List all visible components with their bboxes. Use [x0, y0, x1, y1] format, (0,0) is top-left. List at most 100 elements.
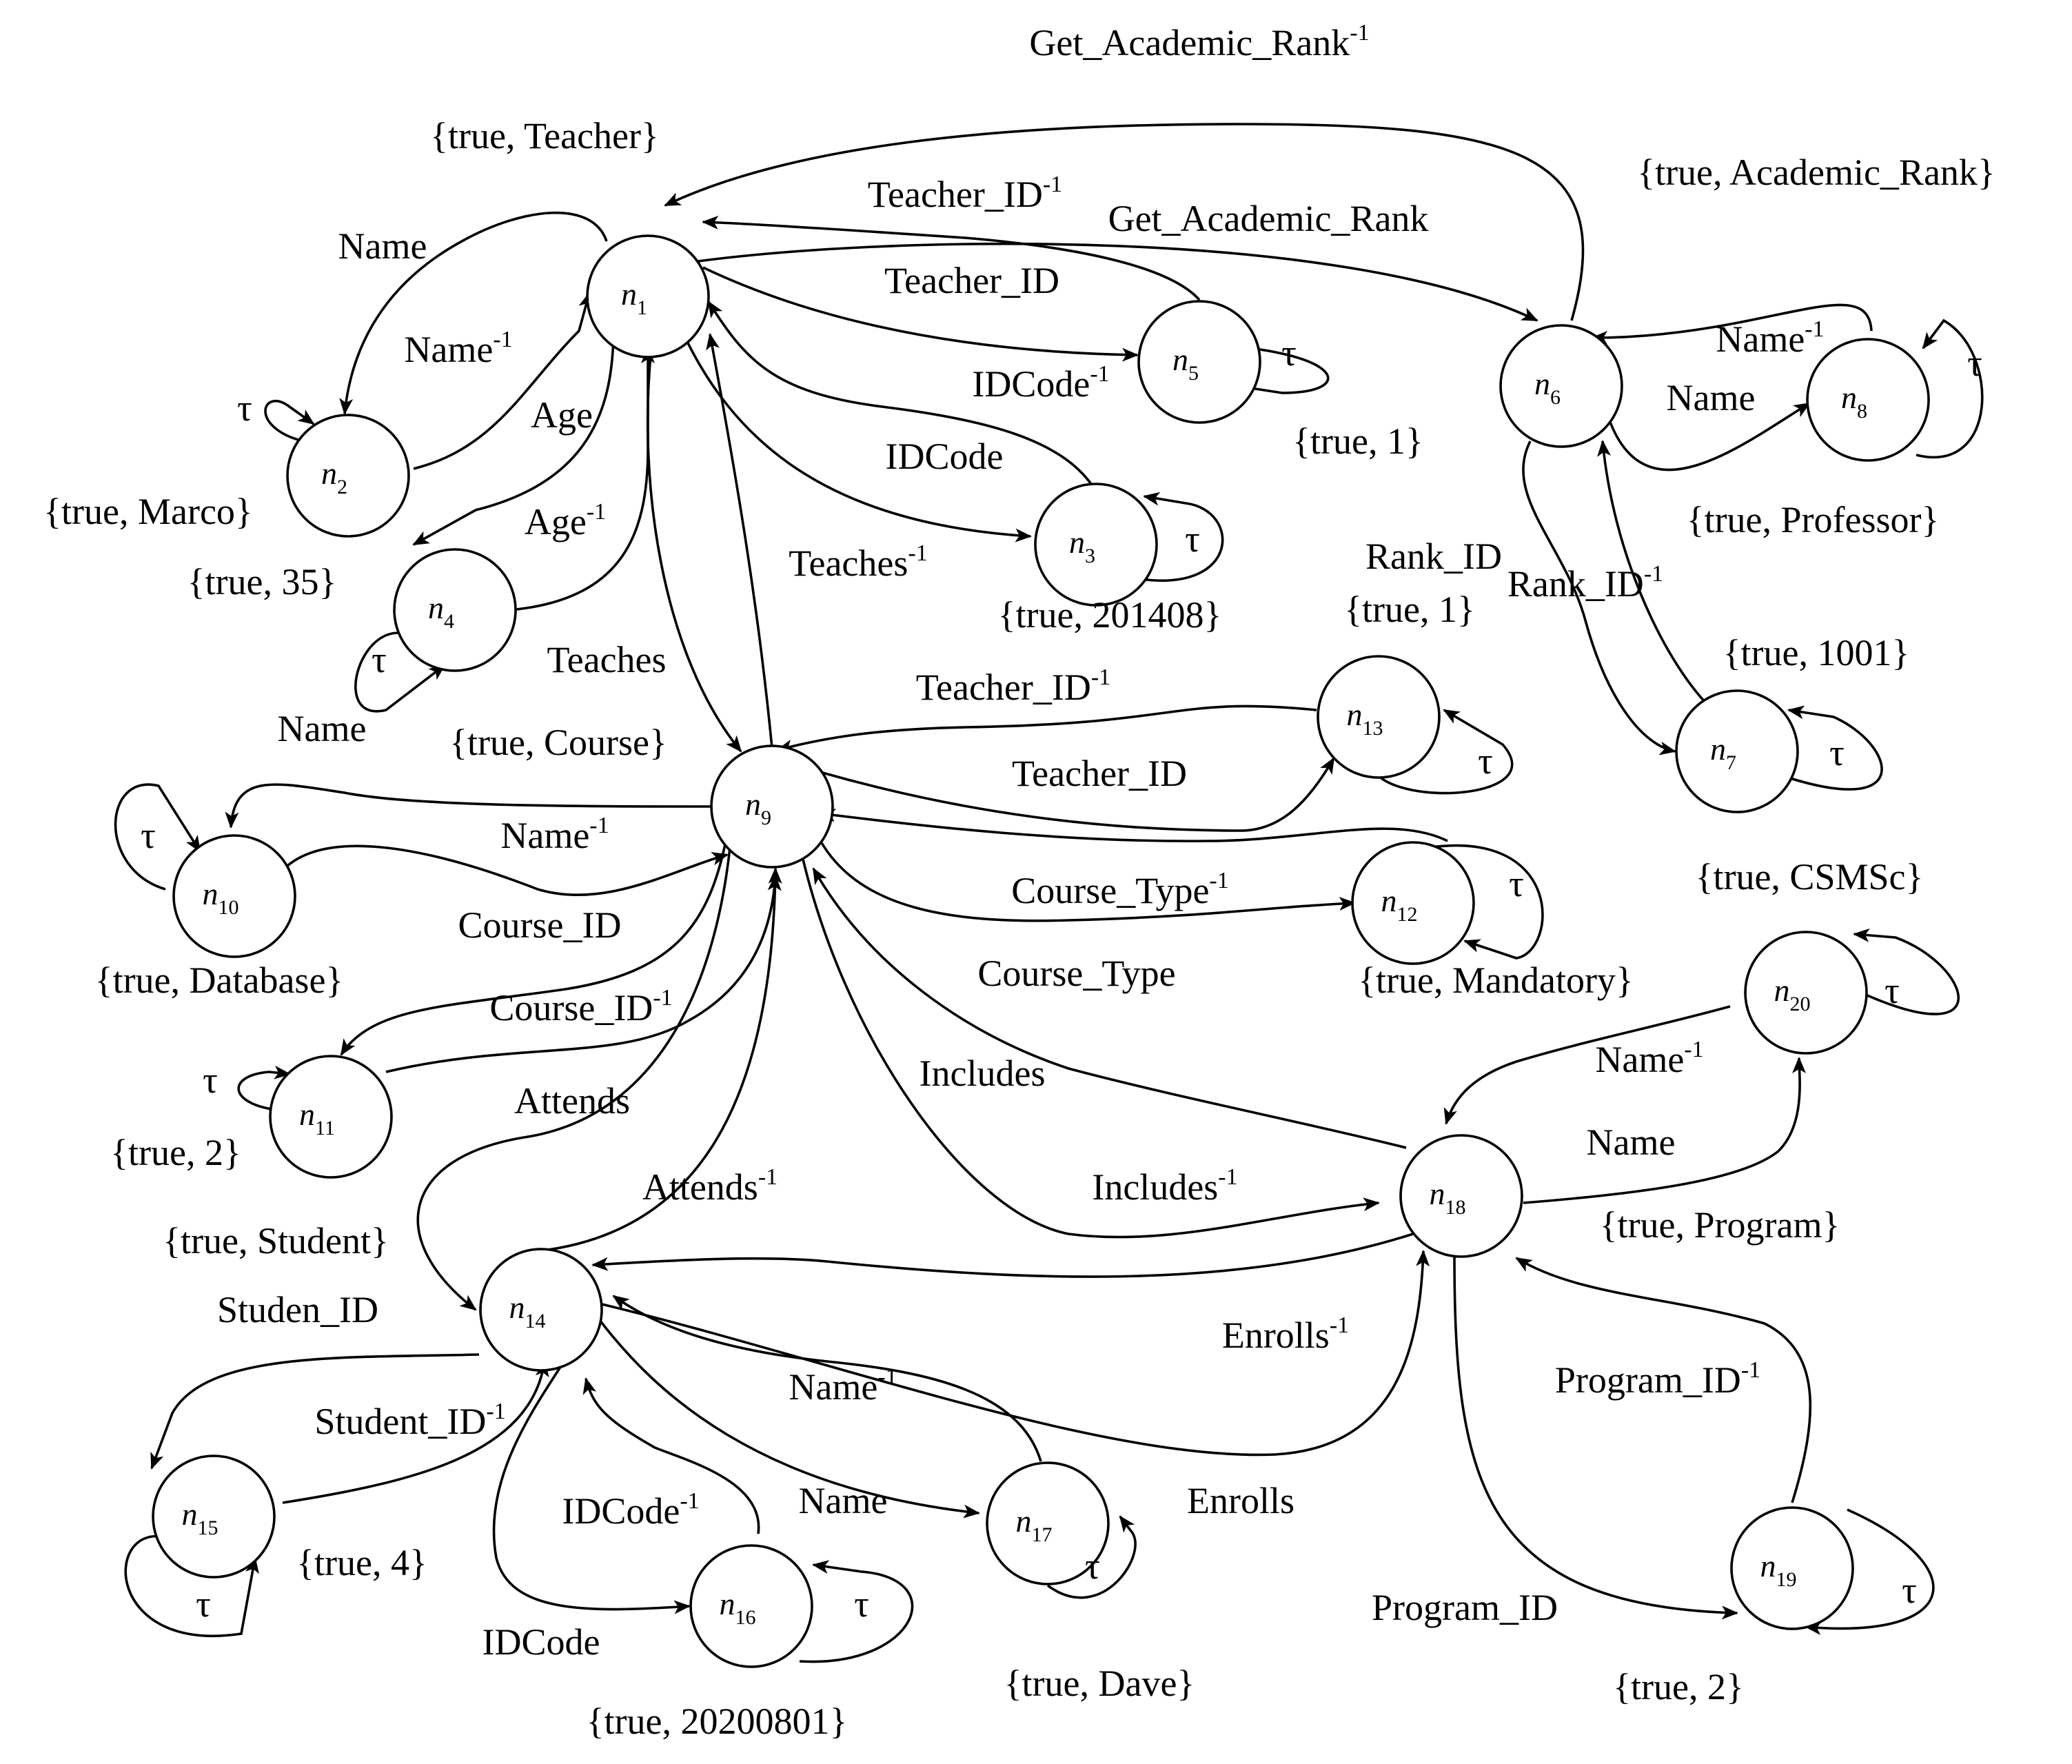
node-circle — [1034, 483, 1158, 607]
edge-label-text: Enrolls — [1187, 1480, 1294, 1521]
edge-label-n9-n14: Attends — [514, 1080, 630, 1122]
edge-n14-n15 — [150, 1353, 480, 1470]
loop-label-n20: τ — [1885, 970, 1900, 1011]
edge-label-text: Includes — [920, 1053, 1046, 1094]
node-circle — [286, 414, 410, 538]
edge-label-superscript: -1 — [758, 1164, 778, 1190]
edge-label-n14-n18: Enrolls — [1187, 1480, 1294, 1521]
edge-label-n15-n14: Student_ID-1 — [314, 1399, 505, 1442]
loop-label-n11: τ — [203, 1060, 218, 1101]
edge-label-n9-n18: Includes-1 — [1092, 1164, 1237, 1208]
edge-label-n1-n4: Age — [531, 394, 593, 436]
node-value-n5: {true, 1} — [1292, 420, 1423, 462]
node-circle — [986, 1461, 1110, 1585]
edge-label-text: Name — [338, 225, 427, 267]
edge-label-superscript: -1 — [589, 813, 609, 838]
edge-n18-n14 — [591, 1233, 1414, 1278]
edge-label-text: IDCode — [562, 1490, 680, 1532]
node-subscript: 20 — [1790, 993, 1811, 1015]
edge-n4-n1 — [509, 347, 655, 611]
edge-label-text: Student_ID — [314, 1401, 486, 1442]
edge-label-superscript: -1 — [908, 540, 927, 566]
loop-label-n17: τ — [1085, 1545, 1100, 1587]
value-labels: {true, Teacher} {true, Marco} {true, 20140… — [43, 115, 1995, 1742]
node-n19: n19 — [1730, 1506, 1854, 1630]
node-n5: n5 — [1137, 300, 1261, 424]
edge-n14-n18 — [596, 1250, 1430, 1457]
loop-label-n8: τ — [1967, 343, 1982, 384]
edge-n7-n6 — [1597, 440, 1707, 704]
edge-label-text: Rank_ID — [1507, 563, 1644, 605]
node-value-n9: {true, Course} — [449, 722, 667, 763]
edge-n9-n13 — [820, 757, 1335, 832]
loop-label-n15: τ — [196, 1583, 211, 1625]
node-n11: n11 — [269, 1055, 393, 1179]
node-circle — [479, 1248, 603, 1372]
edge-label-text: IDCode — [483, 1621, 600, 1663]
edge-label-n16-n14: IDCode-1 — [562, 1488, 699, 1532]
edge-n12-n9 — [819, 808, 1448, 842]
edge-label-superscript: -1 — [1805, 316, 1824, 342]
loop-label-n2: τ — [237, 387, 252, 429]
edge-label-n1-n3: IDCode — [886, 436, 1004, 477]
node-subscript: 16 — [735, 1606, 756, 1629]
edge-n13-n9 — [776, 704, 1317, 753]
edge-label-superscript: -1 — [1218, 1164, 1237, 1190]
node-circle — [1399, 1134, 1523, 1258]
edge-label-text: Name — [500, 815, 589, 856]
loop-label-n13: τ — [1478, 740, 1493, 782]
node-n10: n10 — [172, 834, 296, 958]
loop-n20 — [1853, 928, 1960, 1015]
node-value-n3: {true, 201408} — [998, 594, 1222, 636]
node-subscript: 14 — [525, 1310, 546, 1332]
node-subscript: 13 — [1363, 717, 1383, 740]
node-value-n1: {true, Teacher} — [430, 115, 659, 156]
node-subscript: 19 — [1776, 1568, 1797, 1591]
loop-label-n5: τ — [1281, 332, 1297, 374]
edge-label-text: Age — [525, 501, 587, 543]
edge-n1-n4 — [412, 329, 615, 546]
node-subscript: 3 — [1085, 545, 1095, 567]
edge-label-n9-n11: Course_ID — [458, 904, 622, 946]
loop-n17 — [1046, 1515, 1137, 1599]
node-value-n20: {true, CSMSc} — [1696, 856, 1924, 898]
edge-label-text: Name — [1595, 1039, 1684, 1080]
edge-n5-n1 — [702, 215, 1201, 301]
edge-label-superscript: -1 — [1209, 868, 1228, 893]
edge-n9-n12 — [815, 833, 1356, 922]
node-circle — [1317, 655, 1441, 779]
edge-label-text: Course_Type — [977, 953, 1175, 994]
edge-n1-n3 — [678, 323, 1032, 543]
loop-label-n4: τ — [372, 639, 387, 680]
loop-n15 — [124, 1534, 259, 1637]
edge-n17-n14 — [612, 1295, 1042, 1462]
edge-label-text: Teacher_ID — [884, 260, 1059, 301]
edge-label-text: Get_Academic_Rank — [1029, 22, 1350, 63]
edge-label-text: Name — [789, 1366, 877, 1408]
node-n1: n1 — [586, 234, 710, 358]
edge-label-n18-n19: Program_ID — [1372, 1587, 1558, 1628]
edge-label-text: Includes — [1092, 1166, 1218, 1208]
node-n14: n14 — [479, 1248, 603, 1372]
edge-n14-n16 — [492, 1364, 691, 1614]
edge-label-n18-n9: Includes — [920, 1053, 1046, 1094]
edge-n9-n11 — [340, 833, 729, 1056]
loop-n11 — [237, 1065, 291, 1111]
edge-label-n8-n6: Name-1 — [1716, 316, 1824, 360]
edge-label-superscript: -1 — [877, 1364, 897, 1390]
node-subscript: 18 — [1445, 1196, 1466, 1219]
node-n2: n2 — [286, 414, 410, 538]
node-n13: n13 — [1317, 655, 1441, 779]
edge-label-n5-n1: Teacher_ID-1 — [868, 172, 1062, 215]
edge-label-text: Enrolls — [1222, 1315, 1330, 1356]
edge-label-superscript: -1 — [653, 985, 672, 1011]
edge-label-text: Name — [278, 708, 367, 749]
node-value-n2: {true, Marco} — [43, 491, 253, 532]
node-value-n11: {true, 2} — [110, 1132, 241, 1173]
loop-label-n16: τ — [854, 1583, 869, 1625]
edge-label-superscript: -1 — [493, 327, 512, 352]
edge-label-text: Name — [1716, 318, 1805, 360]
